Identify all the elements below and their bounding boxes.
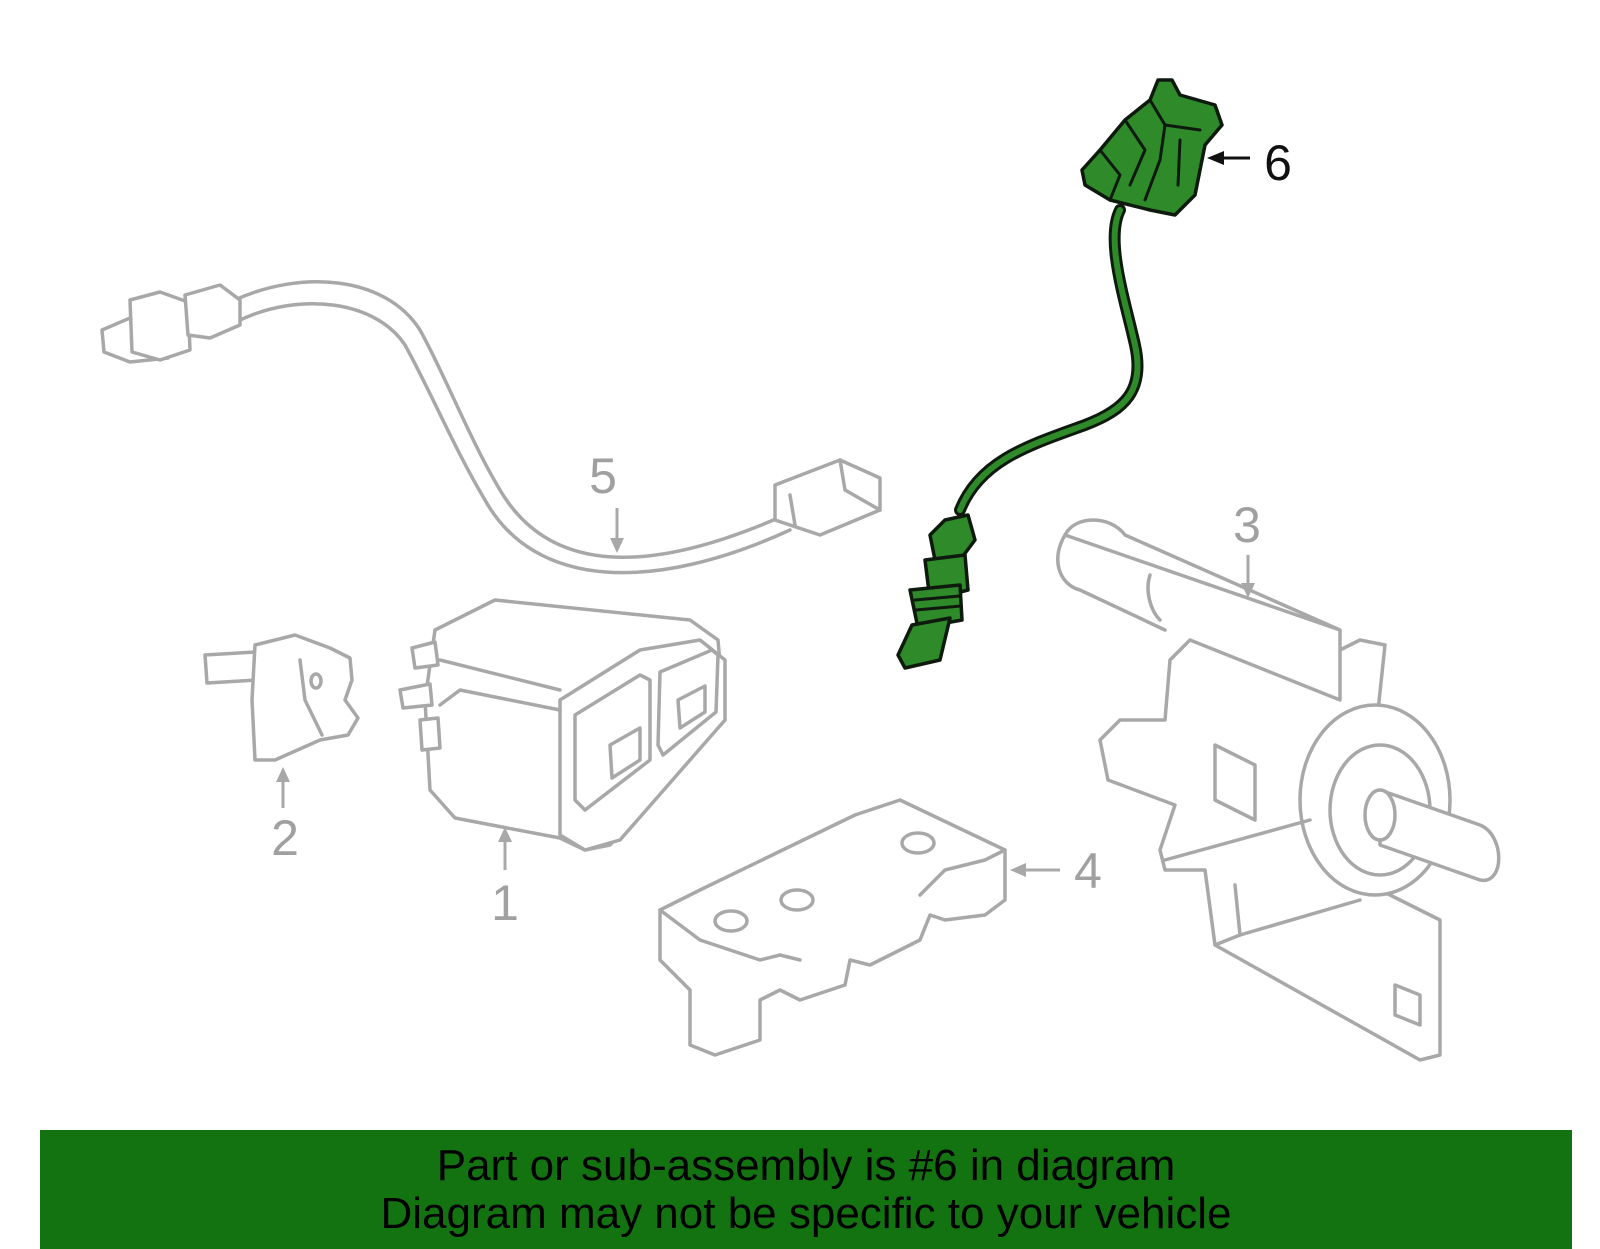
svg-text:2: 2 — [271, 810, 299, 866]
part-6-oxygen-sensor-highlighted — [896, 78, 1224, 670]
svg-text:1: 1 — [491, 875, 519, 931]
part-5-oxygen-sensor — [100, 280, 882, 575]
part-1-module — [398, 598, 727, 852]
svg-text:3: 3 — [1233, 497, 1261, 553]
part-2-sensor — [203, 633, 360, 762]
callout-3: 3 — [1233, 497, 1261, 598]
part-3-valve — [1056, 518, 1501, 1062]
banner-line-1: Part or sub-assembly is #6 in diagram — [436, 1141, 1176, 1190]
callout-4: 4 — [1010, 843, 1102, 899]
callout-1: 1 — [491, 827, 519, 931]
callout-2: 2 — [271, 767, 299, 866]
callout-6: 6 — [1207, 135, 1292, 191]
info-banner: Part or sub-assembly is #6 in diagram Di… — [40, 1130, 1572, 1249]
svg-text:4: 4 — [1074, 843, 1102, 899]
svg-text:6: 6 — [1264, 135, 1292, 191]
part-4-bracket — [658, 798, 1007, 1057]
callout-5: 5 — [589, 448, 624, 553]
svg-text:5: 5 — [589, 448, 617, 504]
banner-line-2: Diagram may not be specific to your vehi… — [380, 1189, 1232, 1238]
